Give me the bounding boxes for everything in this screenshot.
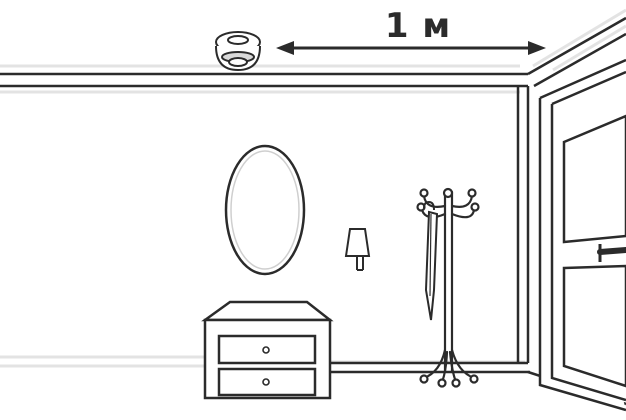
door xyxy=(538,58,626,412)
oval-mirror xyxy=(224,144,306,276)
dimension-arrow xyxy=(276,41,546,55)
dimension-label: 1 м xyxy=(384,6,452,46)
umbrella xyxy=(423,200,439,321)
room-walls xyxy=(0,16,626,406)
smoke-detector-icon xyxy=(215,31,261,72)
wall-sconce xyxy=(344,228,371,271)
chest-of-drawers xyxy=(201,300,334,400)
coat-rack xyxy=(416,187,480,388)
